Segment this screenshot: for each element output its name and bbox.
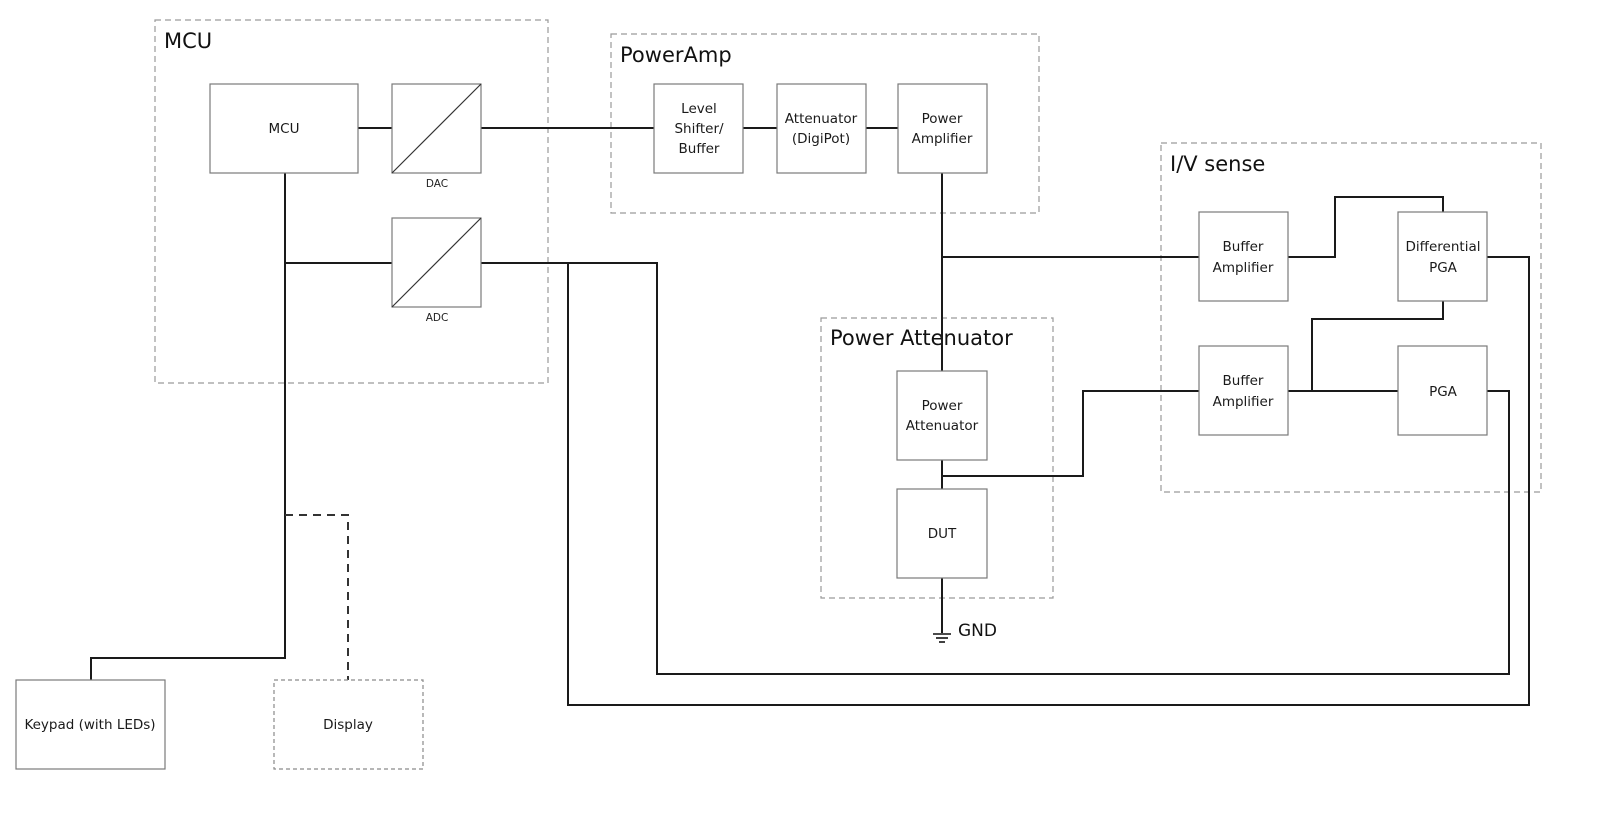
block-dut[interactable]: DUT xyxy=(896,488,988,579)
block-power-attenuator[interactable]: Power Attenuator xyxy=(896,370,988,461)
block-buffer-amplifier-2-line-1: Buffer xyxy=(1223,373,1264,389)
group-power-attenuator-title: Power Attenuator xyxy=(830,326,1013,350)
converter-diagonal-icon xyxy=(391,83,482,174)
group-mcu xyxy=(154,19,549,384)
block-buffer-amplifier-1-line-1: Buffer xyxy=(1223,239,1264,255)
wire-buffer2-differential-pga xyxy=(1311,301,1444,391)
block-differential-pga-line-1: Differential xyxy=(1406,239,1481,255)
block-dac-caption: DAC xyxy=(426,178,448,190)
block-power-amplifier-line-1: Power xyxy=(922,111,963,127)
block-keypad[interactable]: Keypad (with LEDs) xyxy=(15,679,166,770)
wire-dut-buffer2 xyxy=(942,390,1199,477)
block-differential-pga-line-2: PGA xyxy=(1429,260,1458,276)
wire-adc-differential-pga xyxy=(567,256,1530,706)
ground-icon xyxy=(933,633,951,643)
group-power-attenuator xyxy=(820,317,1054,599)
block-adc-caption: ADC xyxy=(426,312,449,324)
block-pga-label: PGA xyxy=(1429,384,1458,400)
block-power-attenuator-line-1: Power xyxy=(922,398,963,414)
wire-adc-pga xyxy=(481,262,1510,675)
block-attenuator-digipot[interactable]: Attenuator (DigiPot) xyxy=(776,83,867,174)
block-attenuator-line-2: (DigiPot) xyxy=(792,131,850,147)
group-ivsense-title: I/V sense xyxy=(1170,152,1265,176)
block-buffer-amplifier-2[interactable]: Buffer Amplifier xyxy=(1198,345,1289,436)
group-poweramp-title: PowerAmp xyxy=(620,43,732,67)
block-level-shifter-line-3: Buffer xyxy=(679,141,720,157)
block-level-shifter[interactable]: Level Shifter/ Buffer xyxy=(653,83,744,174)
group-mcu-title: MCU xyxy=(164,29,212,53)
block-buffer-amplifier-2-line-2: Amplifier xyxy=(1213,394,1274,410)
group-poweramp xyxy=(610,33,1040,214)
wires xyxy=(90,127,1530,706)
block-pga[interactable]: PGA xyxy=(1397,345,1488,436)
block-keypad-label: Keypad (with LEDs) xyxy=(24,717,155,733)
wire-mcu-keypad xyxy=(90,173,286,680)
block-level-shifter-line-2: Shifter/ xyxy=(674,121,724,137)
block-dac[interactable]: DAC xyxy=(391,83,482,190)
wire-mcu-display xyxy=(285,514,349,680)
block-attenuator-line-1: Attenuator xyxy=(785,111,858,127)
block-display-label: Display xyxy=(323,717,373,733)
converter-diagonal-icon xyxy=(391,217,482,308)
group-ivsense xyxy=(1160,142,1542,493)
block-dut-label: DUT xyxy=(928,526,957,542)
block-display[interactable]: Display xyxy=(273,679,424,770)
wire-buffer1-differential-pga xyxy=(1288,196,1444,258)
block-buffer-amplifier-1[interactable]: Buffer Amplifier xyxy=(1198,211,1289,302)
block-buffer-amplifier-1-line-2: Amplifier xyxy=(1213,260,1274,276)
block-mcu[interactable]: MCU xyxy=(209,83,359,174)
block-level-shifter-line-1: Level xyxy=(681,101,717,117)
block-adc[interactable]: ADC xyxy=(391,217,482,324)
block-power-amplifier[interactable]: Power Amplifier xyxy=(897,83,988,174)
block-mcu-label: MCU xyxy=(269,121,300,137)
block-power-amplifier-line-2: Amplifier xyxy=(912,131,973,147)
block-power-attenuator-line-2: Attenuator xyxy=(906,418,979,434)
ground-label: GND xyxy=(958,621,997,641)
block-differential-pga[interactable]: Differential PGA xyxy=(1397,211,1488,302)
